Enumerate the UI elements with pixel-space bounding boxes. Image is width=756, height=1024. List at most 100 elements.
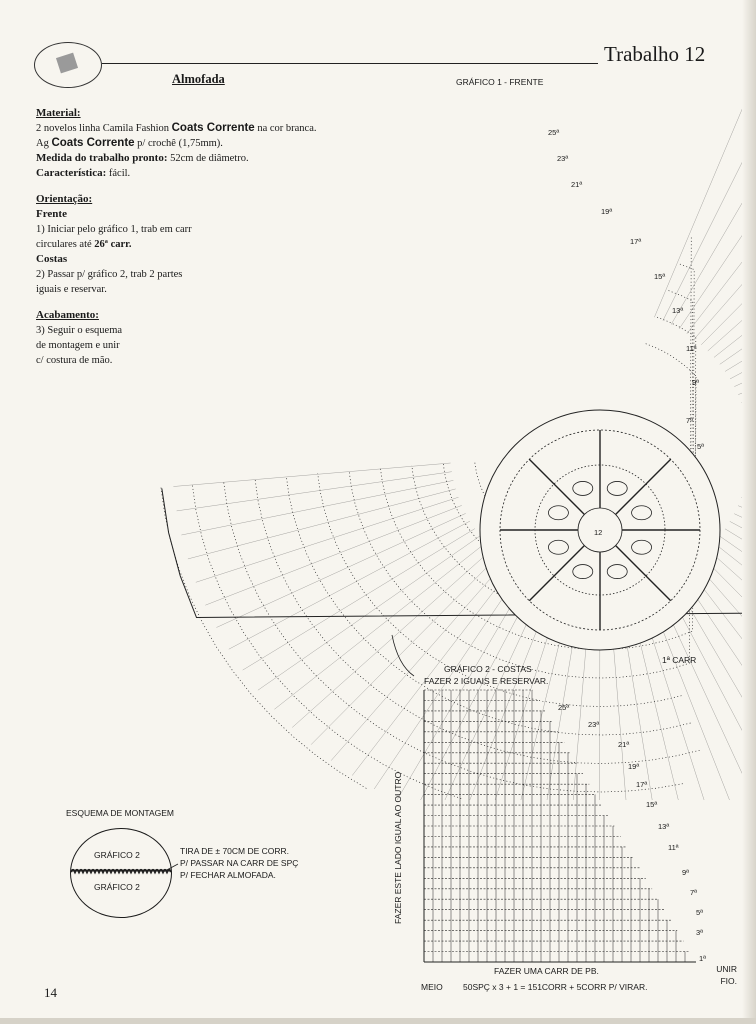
chart-1-round-label: 23ª [557,154,569,163]
motif-petal [548,539,569,555]
chart-2-round-label: 15ª [646,800,658,809]
motif-petal [606,481,628,496]
chart-2-round-label: 25ª [558,703,570,712]
feature-line: Característica: fácil. [36,167,131,179]
orientation-heading: Orientação: [36,193,93,205]
stitch-spoke [195,497,459,583]
front-step-b: circulares até 26ª carr. [36,239,132,250]
chart-2-middle-label: MEIO [421,982,443,992]
stitch-row-line [191,483,462,799]
connector-arrow [391,634,415,677]
front-step-a: 1) Iniciar pelo gráfico 1, trab em carr [36,224,192,235]
stitch-spoke [670,575,756,722]
chart-2-round-label: 19ª [628,762,640,771]
stitch-spoke [686,243,756,334]
stitch-spoke [662,134,756,321]
scheme-circle [70,828,172,918]
stitch-row-line [223,481,683,793]
chart-2-round-label: 23ª [588,720,600,729]
stitch-spoke [292,548,493,728]
chart-1-round-label: 9ª [692,378,699,387]
chart-1-round-label: 15ª [654,272,666,281]
item-title: Almofada [172,72,225,86]
back-step-b: iguais e reservar. [36,284,107,295]
page-edge-shadow [742,0,756,1024]
stitch-spoke [654,78,756,318]
stitch-spoke [707,549,756,593]
finishing-line-2: de montagem e unir [36,340,120,351]
stitch-spoke [257,535,481,691]
stitch-spoke [242,528,475,671]
chart-1-front [160,78,756,801]
chart-1-round-label: 25ª [548,128,560,137]
chart-1-title: GRÁFICO 1 - FRENTE [456,77,544,87]
stitch-row-line [160,486,367,789]
material-line-1: 2 novelos linha Camila Fashion Coats Cor… [36,122,317,134]
stitch-spoke [181,480,454,536]
chart-2-bottom-note: FAZER UMA CARR DE PB. [494,966,599,976]
chart-2-area [424,690,696,962]
chart-1-round-label: 17ª [630,237,642,246]
stitch-spoke [701,289,756,345]
chart-1-round-label: 5ª [697,442,704,451]
stitch-spoke [216,513,466,628]
back-step-a: 2) Passar p/ gráfico 2, trab 2 partes [36,269,183,280]
chart-2-round-label: 11ª [668,843,679,852]
header-rule [102,63,598,64]
motif-petal [631,505,652,521]
stitch-spoke [330,560,507,761]
chart-2-round-label: 17ª [636,780,648,789]
motif-petal-spoke [528,545,585,602]
material-heading: Material: [36,107,81,119]
chart-2-title: GRÁFICO 2 - COSTAS [444,664,532,674]
stitch-spoke [693,560,756,633]
scalloped-edge [161,488,756,619]
chart-1-round-label: 7ª [686,416,693,425]
stitch-spoke [707,307,756,352]
chart-2-round-label: 3ª [696,928,703,937]
motif-petal-spoke [615,545,672,602]
work-title: Trabalho 12 [604,42,706,66]
chart-2-side-note: FAZER ESTE LADO IGUAL AO OUTRO [393,771,403,924]
chart-1-first-round-label: 1ª CARR [662,655,697,665]
back-title: Costas [36,253,68,265]
finishing-line-3: c/ costura de mão. [36,355,113,366]
stitch-row-line [348,237,692,679]
stitch-spoke [176,471,452,512]
stitch-row-line [285,476,691,736]
chart-2-round-label: 9ª [682,868,689,877]
motif-petal [572,564,594,579]
motif-petal [548,505,569,521]
chart-1-round-label: 21ª [571,180,583,189]
stitch-spoke [187,488,456,560]
page-bottom-edge [0,1018,756,1024]
scheme-top-label: GRÁFICO 2 [94,850,140,860]
scheme-note: TIRA DE ± 70CM DE CORR. P/ PASSAR NA CAR… [180,846,299,880]
stitch-row-line [380,263,695,650]
stitch-spoke [205,505,462,606]
stitch-spoke [173,462,451,487]
finishing-heading: Acabamento: [36,309,99,321]
size-line: Medida do trabalho pronto: 52cm de diâme… [36,152,249,164]
stitch-spoke [396,575,530,801]
chart-2-round-label: 5ª [696,908,703,917]
motif-petal-spoke [615,458,672,515]
stitch-row-line [317,473,682,707]
stitch-spoke [670,178,756,325]
chart-2-round-label: 7ª [690,888,697,897]
stitch-spoke [274,542,487,710]
chart-2-round-label: 1ª [699,954,706,963]
material-line-2: Ag Coats Corrente p/ crochê (1,75mm). [36,137,223,149]
chart-2-round-label: 13ª [658,822,670,831]
stitch-spoke [352,566,514,776]
chart-1-round-label: 19ª [601,207,613,216]
stitch-spoke [686,566,756,658]
chart-2-round-label: 21ª [618,740,630,749]
instructions-column: Material: 2 novelos linha Camila Fashion… [36,106,356,368]
motif-petal [631,539,652,555]
stitch-spoke [700,555,756,612]
chart-1-round-label: 13ª [672,306,684,315]
page-number: 14 [44,985,57,1000]
